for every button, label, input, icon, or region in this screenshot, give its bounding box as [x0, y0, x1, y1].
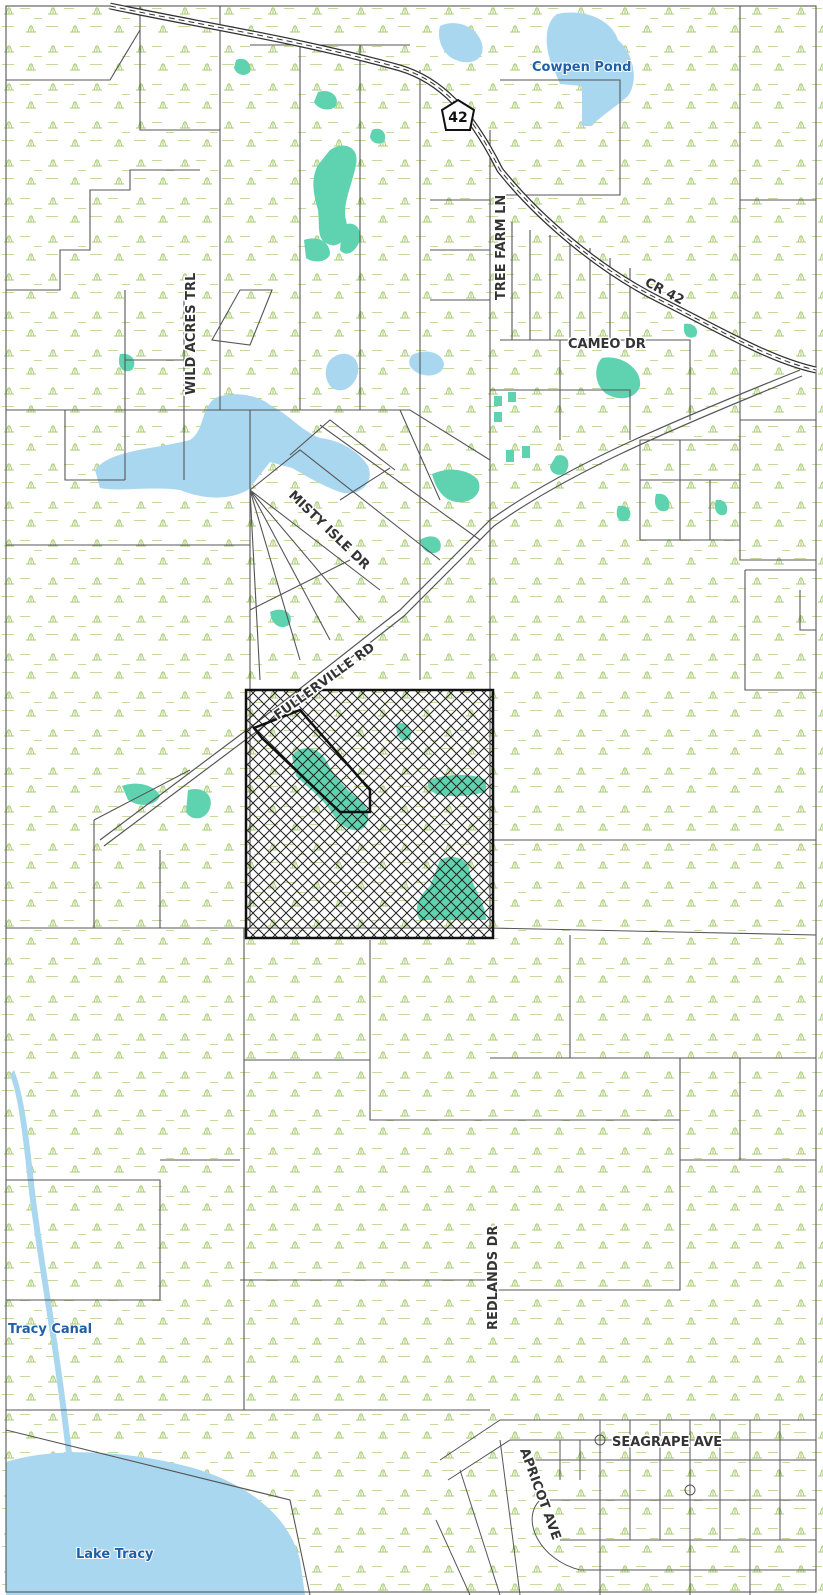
route-shield-icon[interactable]: 42 — [440, 98, 476, 131]
lake-tracy — [6, 1452, 305, 1595]
parcel-lines — [5, 5, 817, 1595]
subdivision-grid — [435, 1419, 816, 1595]
redlands-dr-label: REDLANDS DR — [486, 1226, 501, 1330]
tree-farm-ln-label: TREE FARM LN — [494, 195, 509, 300]
tracy-canal-label: Tracy Canal — [8, 1322, 92, 1337]
subject-inner-outline — [251, 708, 372, 814]
wild-acres-trl-label: WILD ACRES TRL — [184, 273, 199, 395]
subject-property[interactable] — [244, 688, 495, 940]
north-pond — [438, 23, 483, 63]
central-lake — [95, 394, 370, 498]
roads — [99, 2, 817, 847]
subject-property-hatch — [244, 688, 495, 940]
fullerville-rd — [99, 369, 801, 841]
cowpen-pond — [546, 12, 634, 126]
cameo-dr-label: CAMEO DR — [568, 337, 646, 352]
east-pond — [409, 351, 444, 376]
lake-tracy-label: Lake Tracy — [76, 1547, 154, 1562]
water-bodies — [6, 12, 634, 1595]
misty-pond — [325, 353, 359, 391]
route-shield-number: 42 — [448, 110, 467, 126]
seagrape-ave-label: SEAGRAPE AVE — [612, 1435, 722, 1450]
cowpen-pond-label: Cowpen Pond — [532, 60, 631, 75]
